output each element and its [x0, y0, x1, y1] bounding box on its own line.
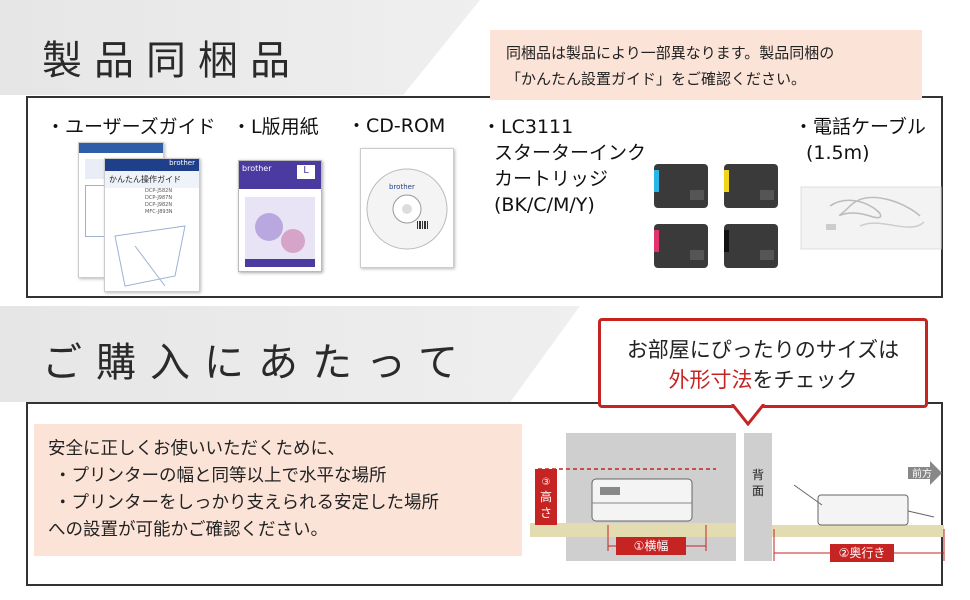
wall-side-view [744, 433, 772, 561]
size-callout: お部屋にぴったりのサイズは 外形寸法をチェック [598, 318, 928, 408]
ink-cartridge-black [724, 224, 778, 268]
ink-cartridge-cyan [654, 164, 708, 208]
item-label-line: (BK/C/M/Y) [494, 194, 595, 216]
item-l-paper-label: ・L版用紙 [232, 114, 319, 140]
guide-model: MFC-J893N [145, 209, 173, 215]
table-side-view [772, 525, 944, 537]
users-guide-image: brother かんたん操作ガイド DCP-J582N DCP-J987N DC… [78, 142, 200, 292]
depth-label: ②奥行き [839, 546, 886, 560]
guide-model: DCP-J987N [145, 195, 173, 201]
guide-model: DCP-J982N [145, 202, 173, 208]
width-label: ①横幅 [634, 538, 669, 553]
placement-diagram: ③ 高 さ ①横幅 背 面 前方 ②奥行き [530, 433, 945, 562]
section1-box [26, 96, 943, 298]
callout-tail [730, 404, 766, 426]
callout-line1: お部屋にぴったりのサイズは [626, 338, 900, 362]
ink-cartridges-image [654, 164, 778, 268]
item-label-line: ・L版用紙 [232, 116, 319, 138]
item-label-line: ・LC3111 [482, 116, 574, 138]
item-label-line: スターターインク [494, 142, 647, 164]
height-label-num: ③ [542, 477, 551, 488]
cd-brand: brother [389, 183, 415, 191]
printer-front-icon [591, 478, 693, 522]
section2-note-line: ・プリンターをしっかり支えられる安定した場所 [54, 493, 439, 513]
section1-title: 製品同梱品 [42, 38, 302, 84]
item-phone-cable-label: ・電話ケーブル (1.5m) [794, 114, 926, 166]
back-label-char: 背 [752, 468, 764, 482]
guide-brand: brother [105, 159, 199, 171]
callout-rest-text: をチェック [752, 368, 858, 392]
section2-note-line: への設置が可能かご確認ください。 [48, 520, 328, 540]
paper-size-label: L [297, 165, 315, 179]
ink-cartridge-yellow [724, 164, 778, 208]
item-label-line: ・ユーザーズガイド [46, 116, 216, 138]
height-label-char: さ [540, 506, 552, 520]
section2-header-band [0, 306, 580, 402]
back-label-char: 面 [752, 484, 764, 498]
section1-note-line: 「かんたん設置ガイド」をご確認ください。 [506, 70, 807, 88]
item-users-guide-label: ・ユーザーズガイド [46, 114, 216, 140]
section2-note: 安全に正しくお使いいただくために、 ・プリンターの幅と同等以上で水平な場所 ・プ… [34, 424, 522, 556]
callout-red-text: 外形寸法 [668, 368, 753, 392]
item-label-line: (1.5m) [806, 142, 870, 164]
ink-cartridge-magenta [654, 224, 708, 268]
item-ink-label: ・LC3111 スターターインク カートリッジ (BK/C/M/Y) [482, 114, 646, 218]
item-label-line: ・CD-ROM [347, 115, 446, 137]
item-label-line: カートリッジ [494, 168, 609, 190]
item-label-line: ・電話ケーブル [794, 116, 926, 138]
l-paper-image: brother L [238, 160, 322, 272]
section1-note: 同梱品は製品により一部異なります。製品同梱の 「かんたん設置ガイド」をご確認くだ… [490, 30, 922, 100]
section2-title: ご購入にあたって [42, 340, 472, 386]
section2-box [26, 402, 943, 586]
printer-side-icon [793, 484, 935, 526]
section2-note-line: ・プリンターの幅と同等以上で水平な場所 [54, 466, 387, 486]
cd-rom-image: brother [360, 148, 454, 268]
section1-header-band [0, 0, 480, 95]
height-label-char: 高 [540, 489, 552, 504]
table-front-view [530, 523, 736, 537]
item-cd-rom-label: ・CD-ROM [347, 113, 445, 139]
section2-note-line: 安全に正しくお使いいただくために、 [48, 439, 345, 459]
front-label: 前方 [912, 467, 932, 480]
guide-title: かんたん操作ガイド [105, 171, 199, 188]
section1-note-line: 同梱品は製品により一部異なります。製品同梱の [506, 44, 835, 62]
phone-cable-image [800, 186, 942, 250]
guide-model: DCP-J582N [145, 188, 173, 194]
callout-line2: 外形寸法をチェック [601, 365, 925, 395]
